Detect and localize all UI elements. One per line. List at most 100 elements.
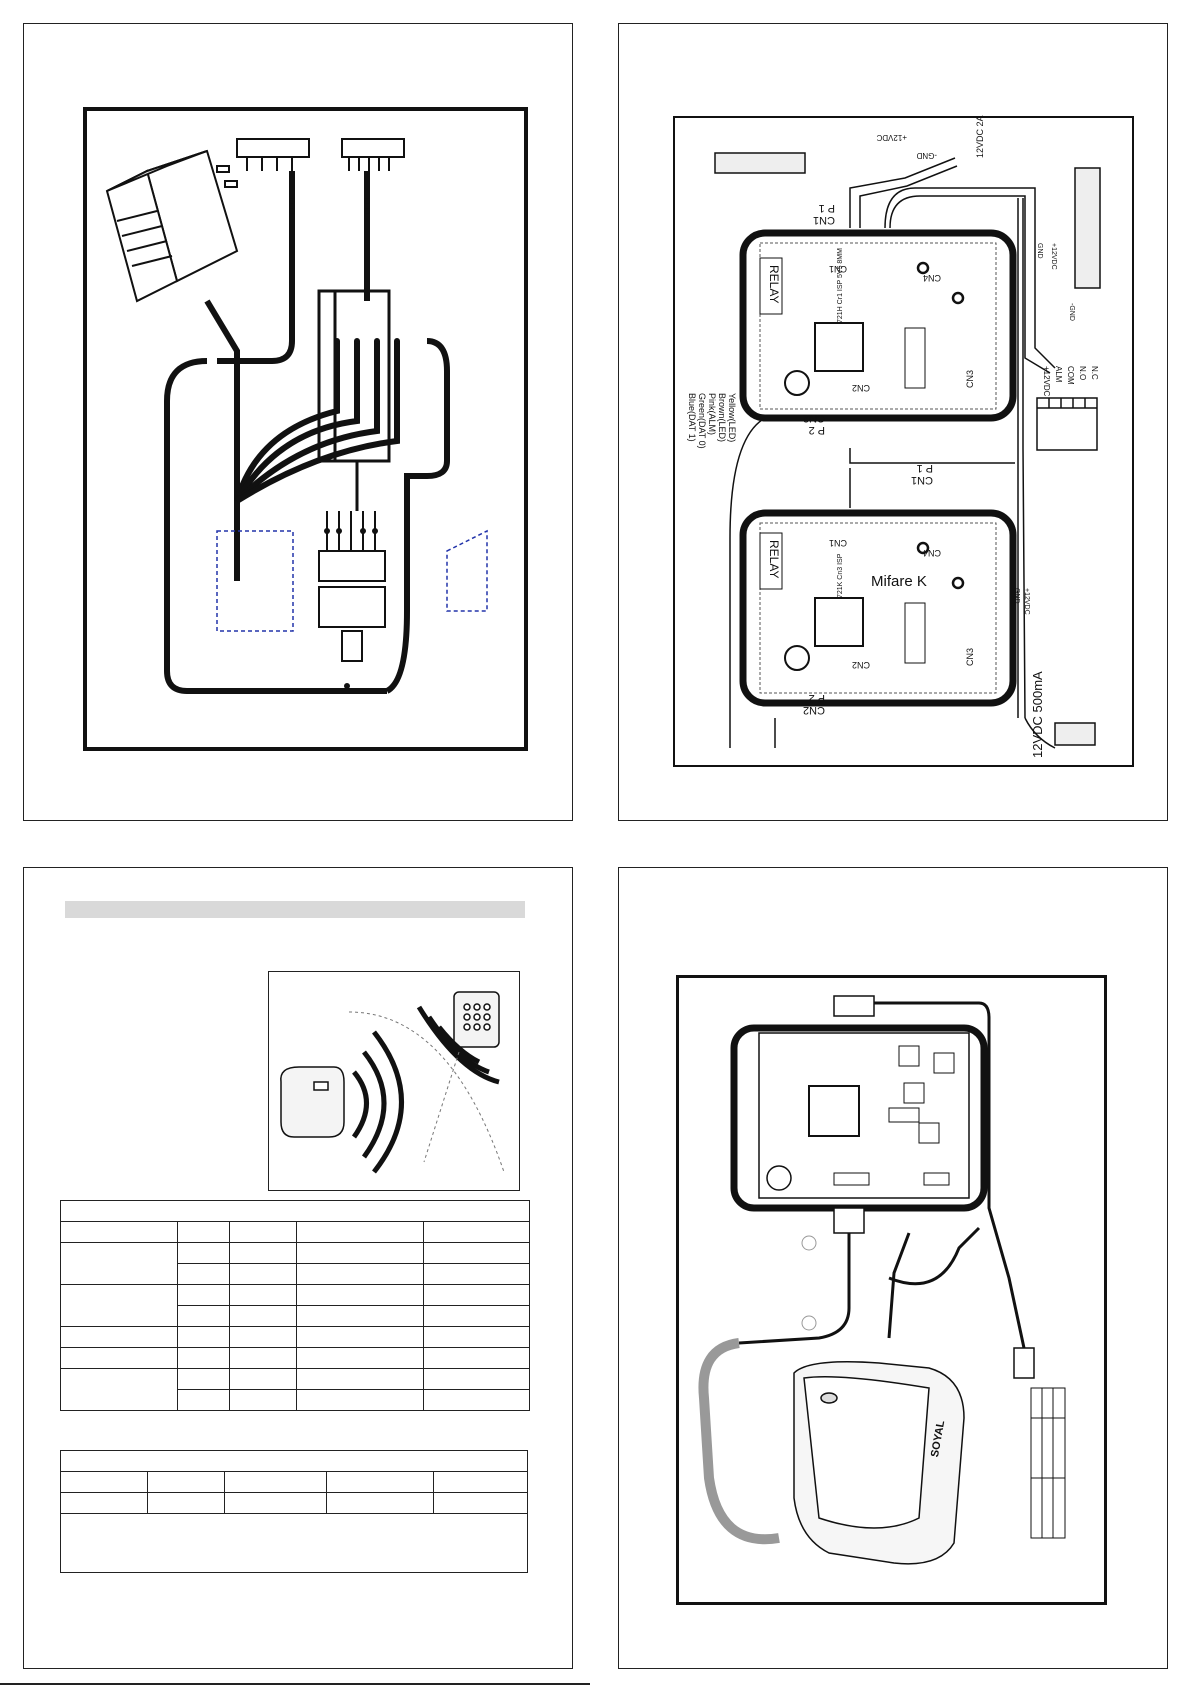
table-cell [423, 1347, 530, 1369]
power-adapter-icon [105, 149, 239, 303]
table-cell [296, 1305, 424, 1327]
spec-table-1 [60, 1200, 530, 1411]
table-cell [229, 1305, 297, 1327]
table-cell [177, 1284, 230, 1306]
label-cn2-1: CN2 [851, 383, 870, 393]
power-plug-icon [1054, 722, 1096, 746]
reader-device-icon [280, 1066, 345, 1138]
label-cn4-2: CN4 [922, 548, 941, 558]
table-cell [177, 1347, 230, 1369]
label-relay-2: RELAY [767, 540, 781, 579]
wiring-diagram-frame-a [83, 107, 528, 751]
reader-outline-left [216, 530, 294, 632]
table-cell [433, 1471, 528, 1493]
spec-table-2 [60, 1450, 528, 1573]
table-cell [229, 1284, 297, 1306]
table-cell [147, 1492, 225, 1514]
wiring-diagram-a [105, 138, 488, 694]
rf-wave-arcs [351, 1005, 500, 1174]
table-cell [296, 1368, 424, 1390]
table-cell [296, 1284, 424, 1306]
table-cell [60, 1450, 528, 1472]
table-cell [423, 1305, 530, 1327]
table-cell [423, 1242, 530, 1264]
table-cell [326, 1471, 434, 1493]
connector-top-right [341, 138, 405, 171]
wiring-diagram-frame-b: CN1 P 1 RELAY CN1 CN4 CN2 CN3 721H Cr1 I… [673, 115, 1134, 767]
table-cell [229, 1263, 297, 1285]
label-chip-2: 721K Cn3 ISP [837, 553, 844, 598]
table-cell [60, 1284, 178, 1327]
label-chip-1: 721H Cr1 ISP 5V5 8MM [837, 248, 844, 323]
label-cn1-board2-top: CN1 [910, 474, 933, 486]
panel-bottom-left [23, 867, 573, 1669]
reader-cable [698, 1338, 780, 1545]
electric-strike-top-icon [714, 152, 1101, 289]
wire-legend-item: Brown(LED) [717, 393, 727, 443]
label-cn2-top: CN2 [802, 412, 825, 424]
dip-switch-table [1030, 1387, 1066, 1539]
table-cell [60, 1492, 148, 1514]
terminal-label: N.O [1078, 366, 1087, 381]
door-outline-right [446, 529, 488, 612]
table-cell [326, 1492, 434, 1514]
table-cell [423, 1221, 530, 1243]
label-relay-1: RELAY [767, 265, 781, 304]
panel-bottom-right: SOYAL [618, 867, 1168, 1669]
table-cell [60, 1326, 178, 1348]
table-cell [229, 1347, 297, 1369]
label-cn1-board-2: CN1 [828, 538, 847, 548]
cable-bundle [164, 171, 450, 694]
table-cell [229, 1389, 297, 1411]
table-row [60, 1326, 530, 1348]
label-gnd-mid: -GND [1068, 303, 1075, 321]
connector-top-board3 [833, 995, 875, 1017]
wiring-diagram-frame-c: SOYAL [676, 975, 1107, 1605]
controller-board-3 [730, 1024, 988, 1212]
wire-legend-item: Green(DAT 0) [697, 393, 707, 449]
wire-color-legend: Yellow(LED) Brown(LED) Pink(ALM) Green(D… [687, 393, 737, 449]
table-row [60, 1368, 530, 1411]
table-row [60, 1200, 530, 1222]
section-header-bar [65, 901, 525, 918]
wire-legend-item: Blue(DAT 1) [687, 393, 697, 442]
table-row [60, 1284, 530, 1327]
table-cell [296, 1389, 424, 1411]
label-cn2-bottom: CN2 [802, 704, 825, 716]
table-row [60, 1347, 530, 1369]
panel-top-left [23, 23, 573, 821]
table-cell [224, 1471, 327, 1493]
table-cell [423, 1284, 530, 1306]
table-cell [60, 1221, 178, 1243]
label-plus12-top: +12VDC [876, 133, 907, 142]
label-mifare: Mifare K [871, 573, 927, 590]
terminal-label: COM [1066, 366, 1075, 385]
table-cell [60, 1200, 530, 1222]
table-cell [224, 1492, 327, 1514]
label-psu-2a: 12VDC 2A [975, 115, 985, 158]
terminal-label: ALM [1054, 366, 1063, 383]
table-row [60, 1513, 528, 1573]
table-cell [433, 1492, 528, 1514]
table-cell [423, 1368, 530, 1390]
relay-terminal-block [1036, 397, 1098, 451]
table-cell [296, 1221, 424, 1243]
rf-waves-diagram [280, 991, 505, 1174]
controller-board-1 [739, 229, 1017, 422]
terminal-label: N.C [1090, 366, 1099, 380]
table-row [60, 1221, 530, 1243]
wiring-lines [729, 157, 1056, 749]
dc-plug-icon [1013, 1347, 1035, 1379]
table-row [61, 1389, 530, 1411]
table-cell [296, 1242, 424, 1264]
table-cell [147, 1471, 225, 1493]
wire-legend-item: Pink(ALM) [707, 393, 717, 436]
reading-range-illustration [268, 971, 520, 1191]
table-cell [60, 1347, 178, 1369]
table-cell [177, 1305, 230, 1327]
table-cell [177, 1368, 230, 1390]
label-gnd-lower: GND [1013, 588, 1020, 604]
table-cell [423, 1389, 530, 1411]
label-cn3-2: CN3 [965, 647, 975, 666]
table-note-cell [60, 1513, 528, 1573]
